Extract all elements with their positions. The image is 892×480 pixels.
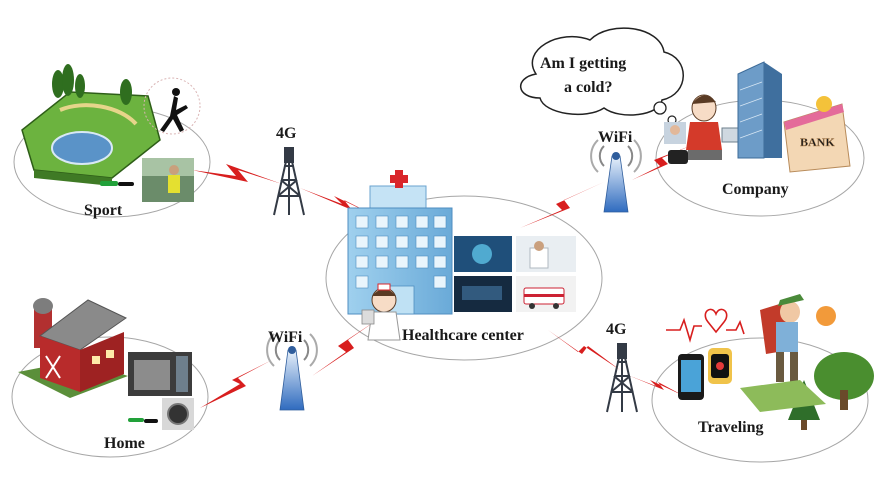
- link-wifi-company: [632, 146, 690, 180]
- link-hospital-wifi: [520, 182, 604, 228]
- traveling-scene: [666, 294, 874, 430]
- sport-wearable-icon: [100, 181, 134, 186]
- hiker-figure: [760, 294, 804, 382]
- healthcare-label: Healthcare center: [402, 327, 524, 344]
- company-wearable-icon: [668, 150, 688, 164]
- tower-4g-sport-icon: [273, 147, 305, 216]
- home-wearable-icon: [128, 418, 158, 423]
- wifi-home-icon: [266, 333, 318, 411]
- medical-photo-grid: [454, 236, 576, 312]
- barn-body: [40, 336, 80, 392]
- tree-big: [814, 352, 874, 400]
- sun-icon: [816, 306, 836, 326]
- sport-scene: Sport: [21, 64, 201, 219]
- office-worker: [664, 94, 743, 164]
- hospital-building: [347, 170, 453, 315]
- sport-label: Sport: [84, 202, 123, 219]
- home-label: Home: [104, 435, 145, 452]
- link-wifi-hospital: [312, 318, 380, 376]
- link-label-company: WiFi: [598, 129, 633, 146]
- company-label: Company: [722, 181, 789, 198]
- link-label-traveling: 4G: [606, 321, 627, 338]
- link-lines: [192, 146, 690, 408]
- link-label-sport: 4G: [276, 125, 297, 142]
- park-pond: [51, 131, 113, 165]
- bank-sign-text: BANK: [800, 135, 835, 149]
- link-label-home: WiFi: [268, 329, 303, 346]
- wifi-company-icon: [590, 139, 642, 213]
- tower-4g-traveling-icon: [606, 343, 638, 413]
- link-tower-traveling: [630, 376, 684, 396]
- link-tower-hospital: [300, 188, 388, 222]
- link-hospital-tower: [548, 330, 620, 370]
- traveling-label: Traveling: [698, 419, 763, 436]
- thought-bubble: Am I getting a cold?: [519, 27, 684, 125]
- heartbeat-icon: [666, 308, 745, 343]
- thought-line-1: Am I getting: [540, 55, 626, 72]
- hospital-windows: [355, 215, 447, 289]
- thought-line-2: a cold?: [564, 79, 612, 96]
- runner-figure: [160, 88, 188, 132]
- office-buildings: BANK: [737, 61, 851, 173]
- link-sport-tower: [192, 164, 282, 184]
- home-scene: Home: [18, 298, 194, 452]
- nurse-figure: [361, 283, 401, 341]
- link-home-wifi: [200, 360, 272, 408]
